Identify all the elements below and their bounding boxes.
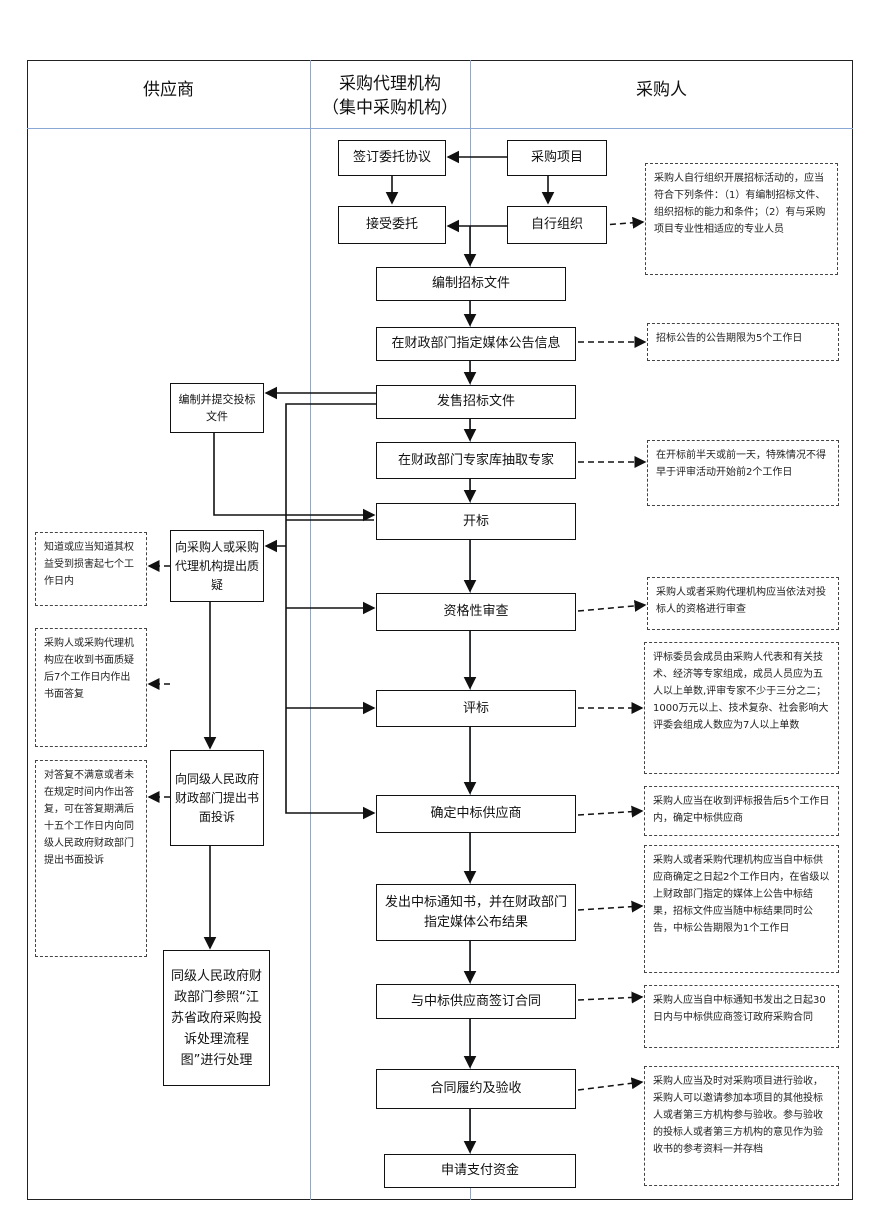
box-file-complaint: 向同级人民政府财政部门提出书面投诉 (170, 750, 264, 846)
box-evaluation: 评标 (376, 690, 576, 727)
header-divider (27, 128, 853, 129)
box-accept-entrust: 接受委托 (338, 206, 446, 244)
note-notify-winner: 采购人或者采购代理机构应当自中标供应商确定之日起2个工作日内，在省级以上财政部门… (644, 845, 839, 973)
flowchart-frame (27, 60, 853, 1200)
box-prepare-bid: 编制并提交投标文件 (170, 383, 264, 433)
box-determine-winner: 确定中标供应商 (376, 795, 576, 833)
box-final-handling: 同级人民政府财政部门参照“江苏省政府采购投诉处理流程图”进行处理 (163, 950, 270, 1086)
box-announce: 在财政部门指定媒体公告信息 (376, 327, 576, 361)
note-reply-time: 采购人或采购代理机构应在收到书面质疑后7个工作日内作出书面答复 (35, 628, 147, 747)
lane-header-agency-line1: 采购代理机构 (339, 74, 441, 94)
box-sign-contract: 与中标供应商签订合同 (376, 984, 576, 1019)
box-purchase-project: 采购项目 (507, 140, 607, 176)
box-draw-experts: 在财政部门专家库抽取专家 (376, 442, 576, 479)
note-qualification: 采购人或者采购代理机构应当依法对投标人的资格进行审查 (647, 577, 839, 630)
lane-header-supplier: 供应商 (143, 80, 194, 100)
note-committee: 评标委员会成员由采购人代表和有关技术、经济等专家组成，成员人员应为五人以上单数,… (644, 642, 839, 774)
box-sign-agreement: 签订委托协议 (338, 140, 446, 176)
note-decide-winner: 采购人应当在收到评标报告后5个工作日内，确定中标供应商 (644, 786, 839, 836)
note-contract: 采购人应当自中标通知书发出之日起30日内与中标供应商签订政府采购合同 (644, 985, 839, 1048)
box-self-organize: 自行组织 (507, 206, 607, 244)
box-perform-accept: 合同履约及验收 (376, 1069, 576, 1109)
box-bid-opening: 开标 (376, 503, 576, 540)
note-announce-period: 招标公告的公告期限为5个工作日 (647, 323, 839, 361)
lane-header-agency: 采购代理机构 （集中采购机构） (310, 72, 470, 120)
box-compile-docs: 编制招标文件 (376, 267, 566, 301)
box-qualification: 资格性审查 (376, 593, 576, 631)
lane-header-agency-line2: （集中采购机构） (322, 98, 458, 118)
note-question-time: 知道或应当知道其权益受到损害起七个工作日内 (35, 532, 147, 606)
note-complaint-time: 对答复不满意或者未在规定时间内作出答复，可在答复期满后十五个工作日内向同级人民政… (35, 760, 147, 957)
lane-divider-left (310, 60, 311, 1200)
note-perform-accept: 采购人应当及时对采购项目进行验收，采购人可以邀请参加本项目的其他投标人或者第三方… (644, 1066, 839, 1186)
note-expert-time: 在开标前半天或前一天，特殊情况不得早于评审活动开始前2个工作日 (647, 440, 839, 506)
box-request-payment: 申请支付资金 (384, 1154, 576, 1188)
box-sell-docs: 发售招标文件 (376, 385, 576, 419)
box-raise-question: 向采购人或采购代理机构提出质疑 (170, 530, 264, 602)
box-notify-winner: 发出中标通知书，并在财政部门指定媒体公布结果 (376, 884, 576, 941)
note-self-org-conditions: 采购人自行组织开展招标活动的，应当符合下列条件：（1）有编制招标文件、组织招标的… (645, 163, 838, 275)
lane-header-purchaser: 采购人 (636, 80, 687, 100)
